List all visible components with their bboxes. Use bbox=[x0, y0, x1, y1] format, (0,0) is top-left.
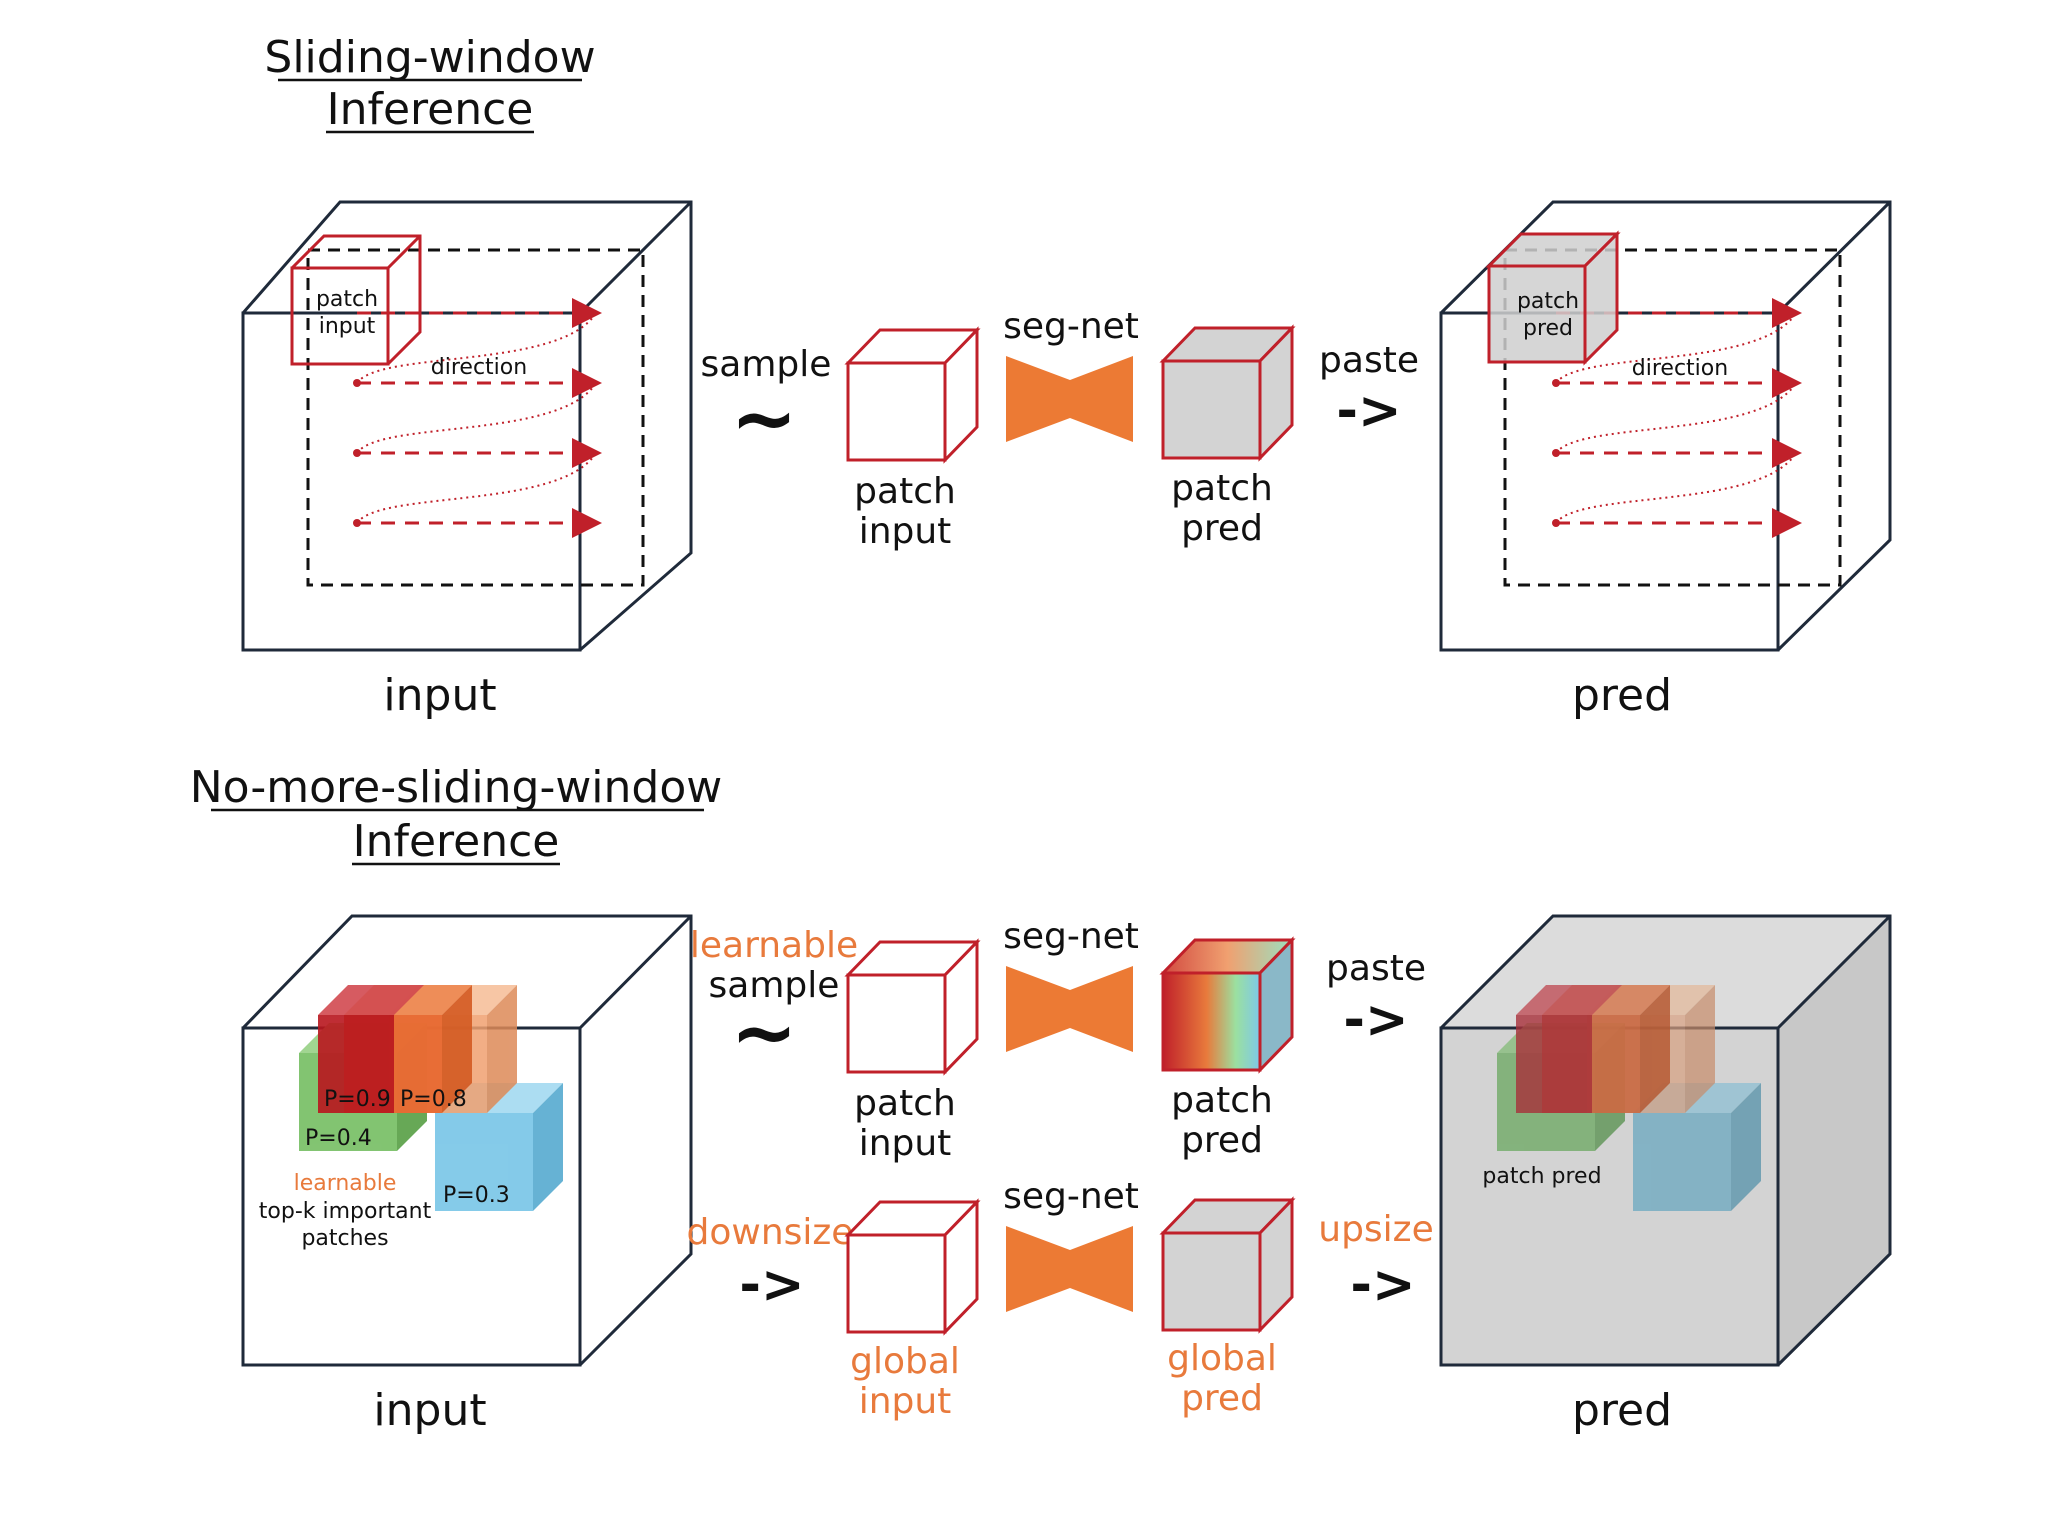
global-pred-line2: pred bbox=[1181, 1378, 1263, 1419]
top-pred-cube bbox=[1439, 200, 1892, 652]
downsize-symbol: -> bbox=[739, 1255, 804, 1315]
top-input-label: input bbox=[383, 670, 496, 721]
top-input-dashed-region bbox=[306, 248, 645, 587]
global-input-line2: input bbox=[859, 1381, 952, 1422]
p04-label: P=0.4 bbox=[305, 1126, 372, 1151]
bottom-pred-inner-label: patch pred bbox=[1482, 1164, 1601, 1189]
bottom-sample-symbol: ~ bbox=[730, 986, 797, 1079]
top-segnet-label: seg-net bbox=[1003, 306, 1139, 347]
top-pred-label: pred bbox=[1572, 670, 1672, 721]
top-pasted-patch-cube bbox=[1485, 230, 1621, 366]
bottom-patch-input-line2: input bbox=[859, 1123, 952, 1164]
global-pred-cube bbox=[1159, 1196, 1296, 1334]
bottom-input-label: input bbox=[373, 1385, 486, 1436]
top-segnet-bowtie-icon bbox=[1006, 356, 1133, 442]
top-patch-pred-cube bbox=[1159, 324, 1296, 462]
top-sample-label: sample bbox=[701, 344, 832, 385]
top-patch-pred-inner-line2: pred bbox=[1523, 316, 1573, 341]
bottom-patch-pred-line1: patch bbox=[1171, 1080, 1273, 1121]
top-paste-symbol: -> bbox=[1336, 381, 1401, 441]
top-pred-direction-label: direction bbox=[1632, 356, 1728, 381]
top-paste-label: paste bbox=[1319, 340, 1419, 381]
bottom-patch-pred-cube bbox=[1159, 936, 1296, 1074]
bottom-patch-input-line1: patch bbox=[854, 1083, 956, 1124]
p08-label: P=0.8 bbox=[400, 1087, 467, 1112]
top-input-cube bbox=[241, 200, 693, 652]
top-patch-input-inner-line1: patch bbox=[316, 287, 378, 312]
top-patch-pred-inner-line1: patch bbox=[1517, 289, 1579, 314]
upsize-label: upsize bbox=[1318, 1209, 1433, 1250]
p03-label: P=0.3 bbox=[443, 1183, 510, 1208]
top-patch-input-cube bbox=[844, 326, 981, 464]
bottom-pred-cube bbox=[1439, 914, 1892, 1367]
bottom-patch-pred-line2: pred bbox=[1181, 1120, 1263, 1161]
topk-line2: patches bbox=[301, 1226, 388, 1251]
top-title-line1: Sliding-window bbox=[264, 32, 595, 83]
global-input-cube bbox=[844, 1198, 981, 1336]
top-patch-input-line2: input bbox=[859, 511, 952, 552]
p09-label: P=0.9 bbox=[324, 1087, 391, 1112]
top-title-line2: Inference bbox=[327, 84, 534, 135]
bottom-patch-input-cube bbox=[844, 938, 981, 1076]
top-sample-symbol: ~ bbox=[730, 372, 797, 465]
bottom-segnet-bowtie-icon-2 bbox=[1006, 1226, 1133, 1312]
bottom-segnet-label-2: seg-net bbox=[1003, 1176, 1139, 1217]
top-patch-pred-line2: pred bbox=[1181, 508, 1263, 549]
top-direction-label: direction bbox=[431, 355, 527, 380]
pred-blue-cube bbox=[1633, 1083, 1761, 1211]
learnable-label: learnable bbox=[690, 925, 858, 966]
bottom-sample-label: sample bbox=[709, 965, 840, 1006]
bottom-input-cube bbox=[241, 914, 693, 1367]
top-patch-pred-line1: patch bbox=[1171, 468, 1273, 509]
top-sliding-patch-cube bbox=[290, 234, 422, 366]
patch-blue-cube bbox=[435, 1083, 563, 1211]
upsize-symbol: -> bbox=[1350, 1255, 1415, 1315]
bottom-segnet-label-1: seg-net bbox=[1003, 916, 1139, 957]
bottom-paste-symbol: -> bbox=[1343, 990, 1408, 1050]
bottom-title-line2: Inference bbox=[353, 816, 560, 867]
global-input-line1: global bbox=[850, 1341, 960, 1382]
global-pred-line1: global bbox=[1167, 1338, 1277, 1379]
patch-red-cube bbox=[318, 985, 424, 1113]
bottom-segnet-bowtie-icon-1 bbox=[1006, 966, 1133, 1052]
downsize-label: downsize bbox=[687, 1212, 854, 1253]
bottom-pred-label: pred bbox=[1572, 1385, 1672, 1436]
bottom-paste-label: paste bbox=[1326, 948, 1426, 989]
learnable-small-label: learnable bbox=[294, 1171, 397, 1196]
top-patch-input-line1: patch bbox=[854, 471, 956, 512]
bottom-title-line1: No-more-sliding-window bbox=[190, 762, 723, 813]
topk-line1: top-k important bbox=[259, 1199, 432, 1224]
top-patch-input-inner-line2: input bbox=[319, 314, 376, 339]
pred-red-cube bbox=[1516, 985, 1622, 1113]
